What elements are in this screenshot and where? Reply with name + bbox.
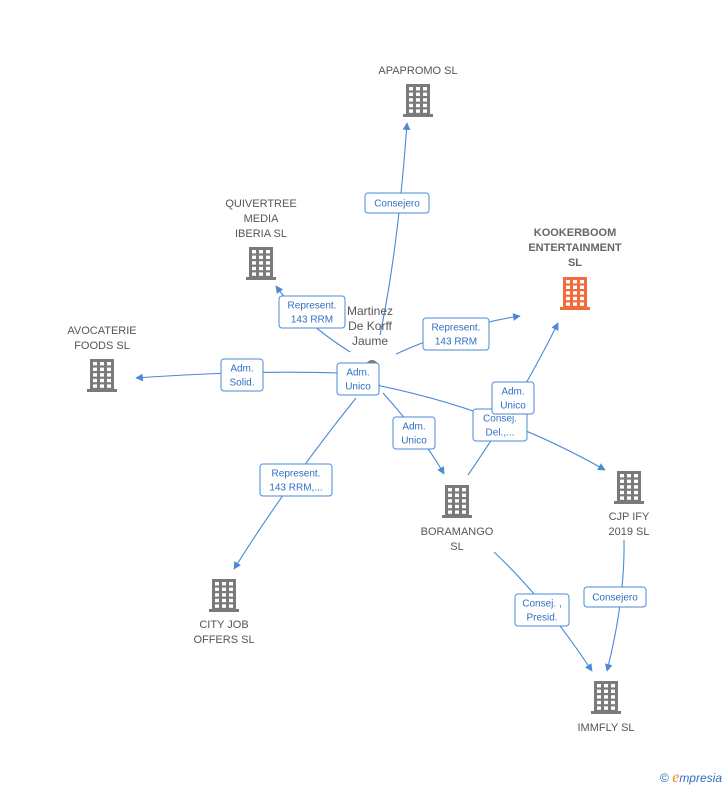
svg-text:Unico: Unico	[345, 382, 371, 393]
building-icon-kookerboom[interactable]	[560, 277, 590, 310]
svg-text:Adm.: Adm.	[230, 364, 253, 375]
svg-text:Represent.: Represent.	[288, 301, 337, 312]
building-icon-quivertree[interactable]	[246, 247, 276, 280]
company-label-boramango[interactable]: BORAMANGO SL	[421, 526, 494, 553]
company-label-line: KOOKERBOOM	[534, 227, 617, 239]
svg-text:Adm.: Adm.	[402, 422, 425, 433]
edge-label-cjp-immfly[interactable]: Consejero	[583, 586, 647, 608]
svg-text:Consejero: Consejero	[592, 593, 638, 604]
building-icon-apapromo[interactable]	[403, 84, 433, 117]
svg-text:Unico: Unico	[500, 401, 526, 412]
edge-label-quivertree[interactable]: Represent. 143 RRM	[278, 295, 346, 329]
company-label-line: APAPROMO SL	[378, 65, 457, 77]
edge-label-person-boramango-2[interactable]: Adm. Unico	[392, 416, 436, 450]
company-label-cityjob[interactable]: CITY JOB OFFERS SL	[193, 619, 254, 646]
company-label-line: SL	[568, 257, 582, 269]
company-label-line: BORAMANGO	[421, 526, 494, 538]
brand-initial: e	[672, 769, 680, 786]
svg-text:Unico: Unico	[401, 436, 427, 447]
svg-text:Presid.: Presid.	[526, 613, 557, 624]
svg-text:143 RRM: 143 RRM	[291, 315, 333, 326]
company-label-line: IBERIA SL	[235, 228, 287, 240]
svg-text:Adm.: Adm.	[501, 387, 524, 398]
company-label-line: AVOCATERIE	[67, 325, 136, 337]
building-icon-avocaterie[interactable]	[87, 359, 117, 392]
building-icon-boramango[interactable]	[442, 485, 472, 518]
svg-text:Consej.: Consej.	[483, 414, 517, 425]
company-label-line: ENTERTAINMENT	[528, 242, 622, 254]
company-label-quivertree[interactable]: QUIVERTREE MEDIA IBERIA SL	[225, 198, 296, 240]
company-label-line: OFFERS SL	[193, 634, 254, 646]
svg-text:Consejero: Consejero	[374, 199, 420, 210]
edge-label-cityjob[interactable]: Represent. 143 RRM,...	[259, 463, 333, 497]
edge-label-kookerboom[interactable]: Represent. 143 RRM	[422, 317, 490, 351]
edge-label-boramango-immfly[interactable]: Consej. , Presid.	[514, 593, 570, 627]
svg-text:Adm.: Adm.	[346, 368, 369, 379]
company-label-line: FOODS SL	[74, 340, 130, 352]
brand-name: mpresia	[679, 771, 722, 785]
svg-text:143 RRM: 143 RRM	[435, 337, 477, 348]
svg-text:Solid.: Solid.	[229, 378, 254, 389]
edge-label-boramango-kookerboom[interactable]: Adm. Unico	[491, 381, 535, 415]
company-label-line: QUIVERTREE	[225, 198, 296, 210]
company-label-line: CITY JOB	[199, 619, 248, 631]
building-icon-cjp[interactable]	[614, 471, 644, 504]
svg-text:Del.,...: Del.,...	[486, 428, 515, 439]
company-label-avocaterie[interactable]: AVOCATERIE FOODS SL	[67, 325, 136, 352]
company-label-cjp[interactable]: CJP IFY 2019 SL	[609, 511, 651, 538]
svg-text:Represent.: Represent.	[272, 469, 321, 480]
edge-label-apapromo[interactable]: Consejero	[364, 192, 430, 214]
company-label-immfly[interactable]: IMMFLY SL	[577, 722, 634, 734]
svg-text:Consej. ,: Consej. ,	[522, 599, 561, 610]
footer-brand: © empresia	[660, 769, 722, 787]
company-label-apapromo[interactable]: APAPROMO SL	[378, 65, 457, 77]
building-icon-cityjob[interactable]	[209, 579, 239, 612]
company-label-line: MEDIA	[244, 213, 280, 225]
svg-text:143 RRM,...: 143 RRM,...	[269, 483, 322, 494]
company-label-line: CJP IFY	[609, 511, 650, 523]
edge-label-avocaterie[interactable]: Adm. Solid.	[220, 358, 264, 392]
edge-apapromo	[379, 122, 411, 336]
edge-label-person-boramango[interactable]: Adm. Unico	[336, 362, 380, 396]
building-icon-immfly[interactable]	[591, 681, 621, 714]
company-label-kookerboom[interactable]: KOOKERBOOM ENTERTAINMENT SL	[528, 227, 622, 269]
copyright-icon: ©	[660, 771, 669, 785]
company-label-line: SL	[450, 541, 463, 553]
company-label-line: IMMFLY SL	[577, 722, 634, 734]
nodes-layer: APAPROMO SL QUIVERTREE MEDIA IBERIA SL KOOKE…	[67, 65, 650, 734]
company-label-line: 2019 SL	[609, 526, 650, 538]
svg-text:Represent.: Represent.	[432, 323, 481, 334]
